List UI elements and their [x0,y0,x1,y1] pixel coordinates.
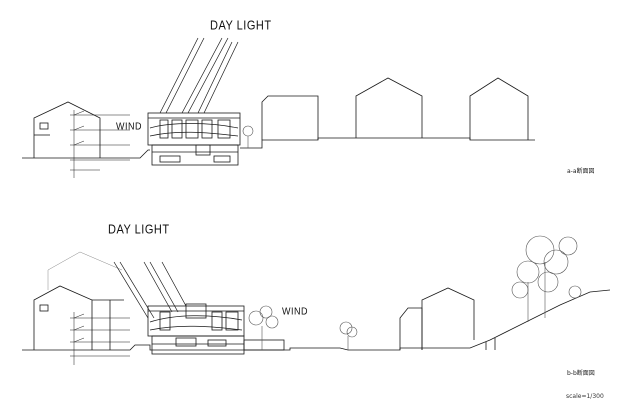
ghost-house-b [47,251,123,271]
wind-label-b: WIND [282,305,308,317]
left-neighbor-house-b [33,285,93,350]
daylight-rays-a [159,37,239,114]
section-a-a [22,37,535,178]
neighbor-house-b-1 [399,307,423,350]
ground-line-b [22,289,611,351]
daylight-rays-b [113,261,187,319]
section-caption-b: b-b断面図 [567,370,595,377]
neighbor-house-a-3 [469,77,529,140]
level-marks-a [70,110,130,178]
section-caption-a: a-a断面図 [567,168,595,175]
wind-label-a: WIND [116,120,142,132]
tree-a-1 [242,125,254,148]
ground-line-a-right [240,137,535,149]
neighbor-house-b-2 [421,287,475,350]
neighbor-house-a-2 [355,77,423,138]
daylight-label-b: DAY LIGHT [108,223,170,237]
left-neighbor-house-a [33,101,101,158]
main-building-b [147,303,285,355]
section-b-b [22,235,611,365]
ground-line-a [22,149,150,159]
scale-note: scale=1/300 [566,393,604,400]
daylight-label-a: DAY LIGHT [210,19,272,33]
level-marks-b [70,312,130,365]
trees-b [248,235,582,350]
neighbor-house-a-1 [261,95,319,140]
main-building-a [147,112,241,166]
